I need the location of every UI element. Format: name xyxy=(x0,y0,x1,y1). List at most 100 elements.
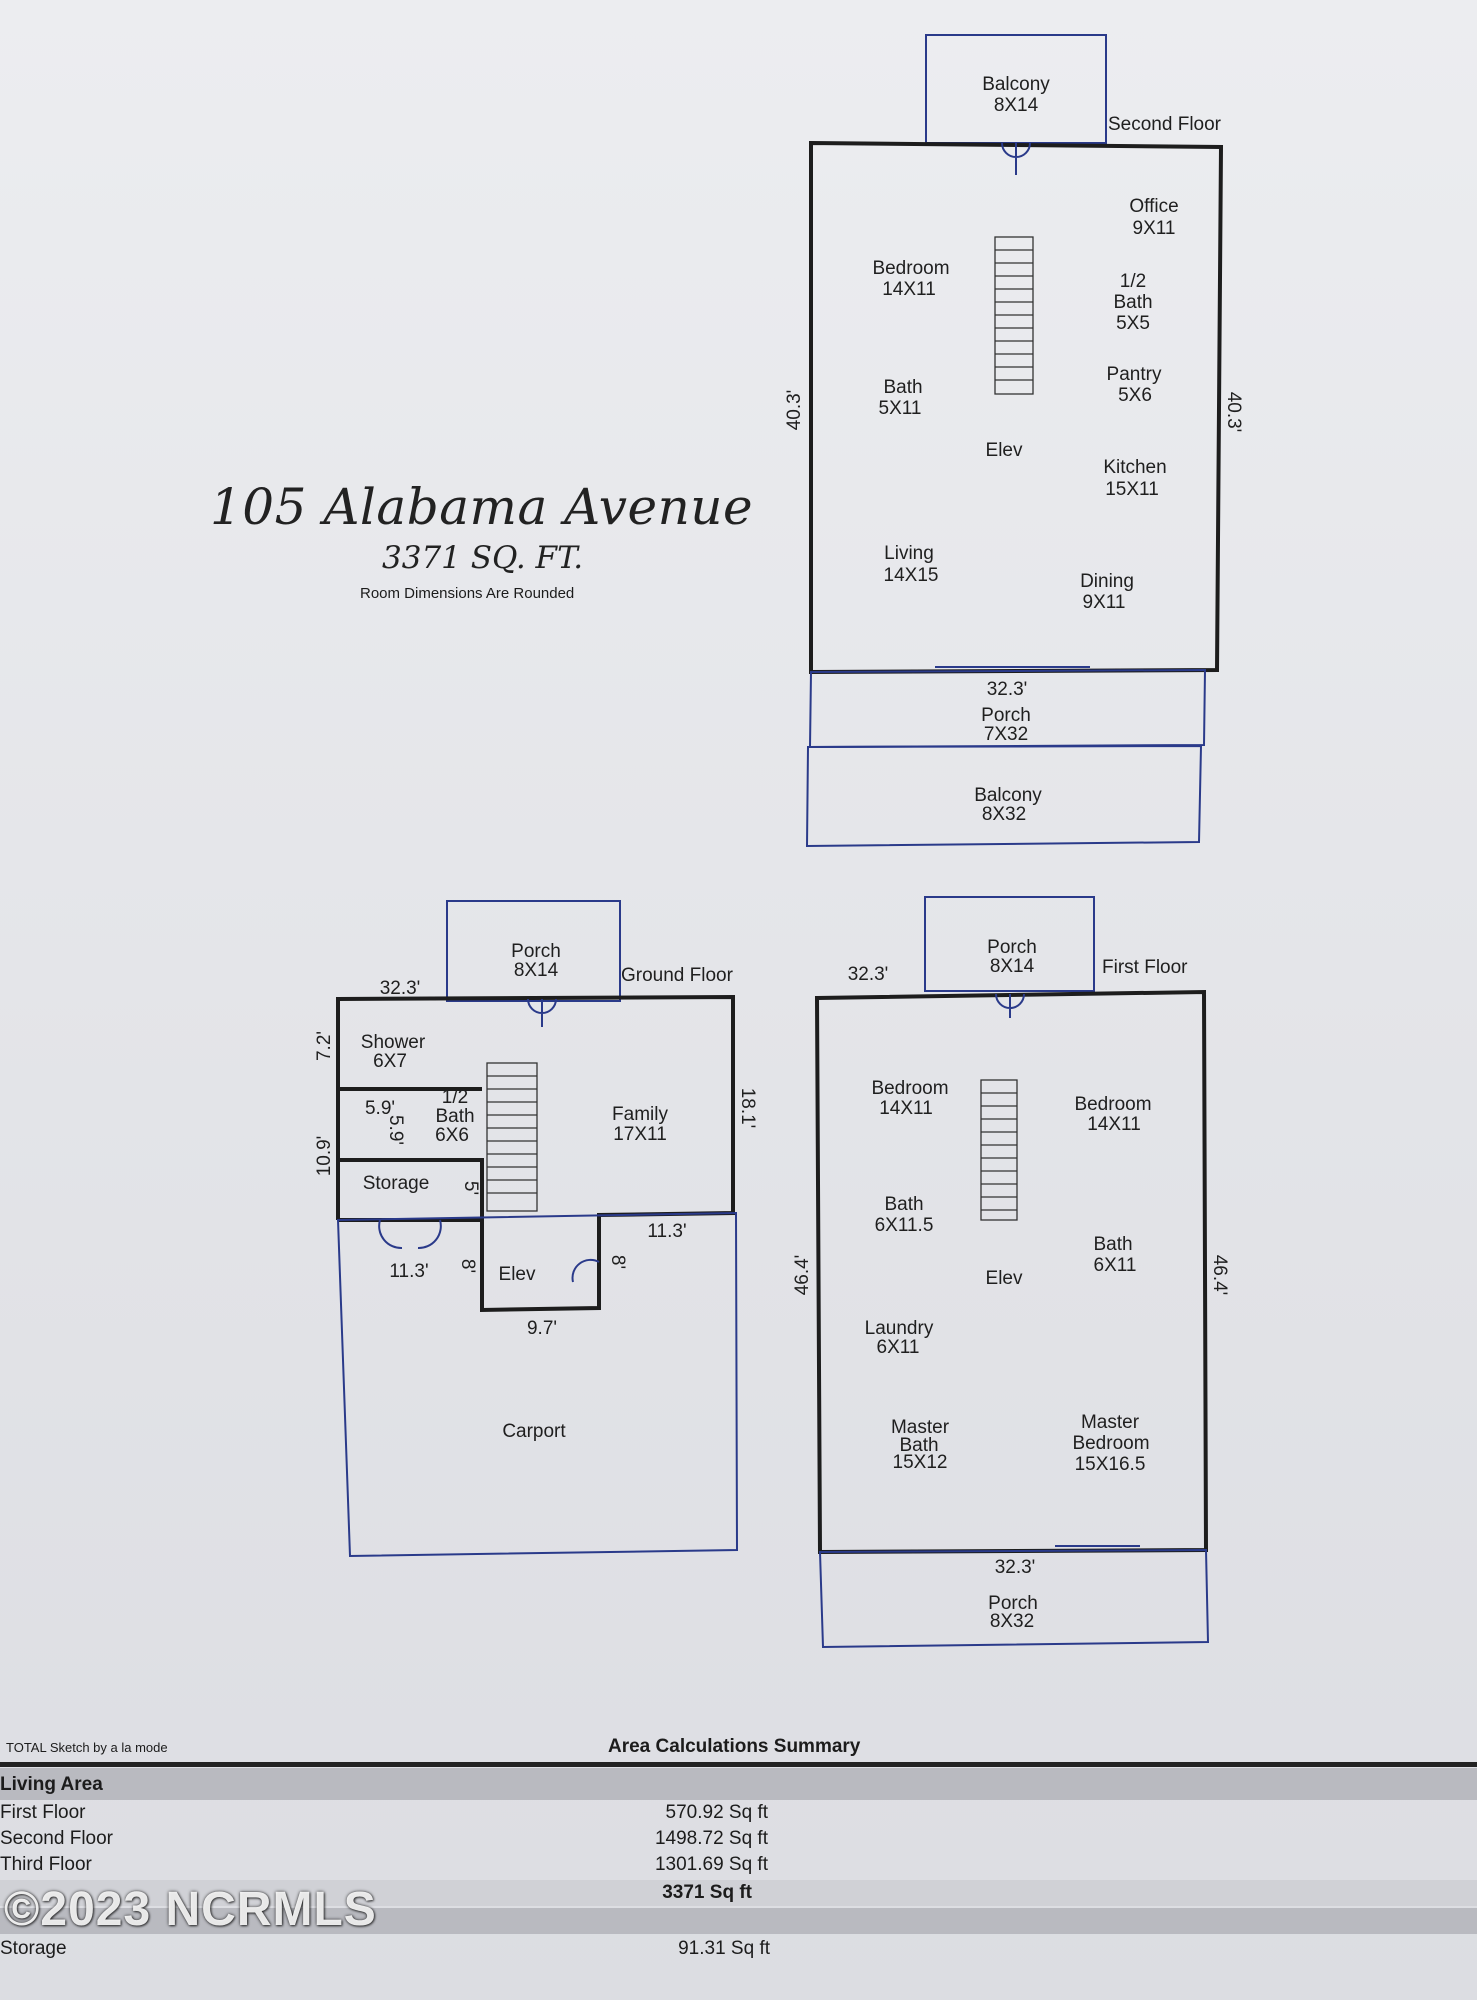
room-living: Living xyxy=(884,543,934,564)
dim-inner-b: 5.9' xyxy=(385,1115,406,1145)
elevator: Elev xyxy=(986,1268,1023,1289)
room-shower: Shower xyxy=(361,1032,426,1053)
section-living-area: Living Area xyxy=(0,1774,103,1795)
balcony-top-size: 8X14 xyxy=(994,95,1039,116)
row-first-floor-label: First Floor xyxy=(0,1802,86,1823)
room-bath-2-size: 6X11 xyxy=(1094,1255,1137,1276)
room-half-bath: 1/2 xyxy=(442,1087,468,1108)
row-second-floor-label: Second Floor xyxy=(0,1828,114,1849)
dim-top: 32.3' xyxy=(848,964,889,985)
room-bedroom: Bedroom xyxy=(872,258,949,279)
summary-title: Area Calculations Summary xyxy=(608,1736,861,1757)
porch-size: 8X14 xyxy=(514,960,559,981)
ground-floor-title: Ground Floor xyxy=(621,965,734,986)
room-laundry: Laundry xyxy=(865,1318,934,1339)
room-half-bath-label: Bath xyxy=(1113,292,1152,313)
dim-bottom: 32.3' xyxy=(987,679,1028,700)
watermark: ©2023 NCRMLS xyxy=(4,1883,377,1936)
room-bath-size: 5X11 xyxy=(879,398,922,419)
dim-inner-d: 11.3' xyxy=(389,1261,428,1282)
porch-label: Porch xyxy=(981,705,1031,726)
carport-outline xyxy=(336,1211,739,1558)
row-second-floor-value: 1498.72 Sq ft xyxy=(654,1828,768,1849)
dim-left-a: 7.2' xyxy=(314,1031,335,1061)
elevator: Elev xyxy=(986,440,1023,461)
dim-bottom: 32.3' xyxy=(995,1557,1036,1578)
section-header-bar-2 xyxy=(0,1908,1477,1934)
room-kitchen: Kitchen xyxy=(1103,457,1166,478)
room-bedroom-2-size: 14X11 xyxy=(1087,1114,1141,1135)
porch-outline xyxy=(446,900,621,1002)
row-third-floor-label: Third Floor xyxy=(0,1854,92,1875)
room-pantry: Pantry xyxy=(1107,364,1162,385)
porch-bottom-outline xyxy=(818,1548,1210,1649)
second-floor-plan: Balcony 8X14 Second Floor Office 9X11 Be… xyxy=(784,34,1244,848)
dim-left: 46.4' xyxy=(792,1255,813,1296)
room-storage: Storage xyxy=(363,1173,430,1194)
porch-bottom-size: 8X32 xyxy=(990,1611,1034,1632)
room-bedroom-size: 14X11 xyxy=(882,279,936,300)
second-floor-outline xyxy=(809,140,1224,675)
first-floor-title: First Floor xyxy=(1102,957,1188,978)
balcony-bottom-label: Balcony xyxy=(974,785,1042,806)
property-address: 105 Alabama Avenue xyxy=(210,478,754,536)
room-master-bedroom: Master xyxy=(1081,1412,1140,1433)
porch-top-size: 8X14 xyxy=(990,956,1035,977)
door-swing xyxy=(995,993,1025,1018)
dim-right: 40.3' xyxy=(1223,392,1244,433)
porch-outline xyxy=(808,668,1207,749)
room-bedroom-1-size: 14X11 xyxy=(879,1098,933,1119)
elevator-door xyxy=(571,1258,600,1283)
dim-right: 18.1' xyxy=(737,1088,758,1129)
room-master-bath-label: Bath xyxy=(899,1435,938,1456)
summary-divider xyxy=(0,1762,1477,1767)
area-summary: TOTAL Sketch by a la mode Area Calculati… xyxy=(0,1728,1477,2000)
porch-top-outline xyxy=(924,896,1095,992)
room-bath-1: Bath xyxy=(884,1194,923,1215)
dim-top: 32.3' xyxy=(380,978,421,999)
room-dining: Dining xyxy=(1080,571,1134,592)
room-living-size: 14X15 xyxy=(884,565,939,586)
second-floor-title: Second Floor xyxy=(1108,114,1222,135)
stairs xyxy=(486,1062,538,1212)
dim-inner-g: 11.3' xyxy=(647,1221,686,1242)
room-laundry-size: 6X11 xyxy=(877,1337,920,1358)
elevator: Elev xyxy=(499,1264,536,1285)
stairs xyxy=(994,236,1034,395)
section-header-bar xyxy=(0,1768,1477,1800)
porch-size: 7X32 xyxy=(984,724,1028,745)
dim-inner-a: 5.9' xyxy=(365,1098,395,1119)
balcony-top-label: Balcony xyxy=(982,74,1050,95)
room-kitchen-size: 15X11 xyxy=(1105,479,1159,500)
room-master-bedroom-label: Bedroom xyxy=(1072,1433,1149,1454)
room-carport: Carport xyxy=(502,1421,566,1442)
room-bedroom-2: Bedroom xyxy=(1074,1094,1151,1115)
dimensions-note: Room Dimensions Are Rounded xyxy=(360,585,575,602)
balcony-bottom-size: 8X32 xyxy=(982,804,1026,825)
room-half-bath-label: Bath xyxy=(435,1106,474,1127)
stairs xyxy=(980,1079,1018,1221)
row-storage-value: 91.31 Sq ft xyxy=(678,1938,770,1959)
room-shower-size: 6X7 xyxy=(373,1051,407,1072)
first-floor-plan: Porch 8X14 First Floor 32.3' Bedroom 14X… xyxy=(792,896,1230,1649)
porch-bottom-label: Porch xyxy=(988,1593,1038,1614)
room-dining-size: 9X11 xyxy=(1083,592,1126,613)
room-master-bedroom-size: 15X16.5 xyxy=(1075,1454,1146,1475)
ground-floor-outline xyxy=(336,994,735,1313)
dim-left-b: 10.9' xyxy=(314,1136,335,1177)
row-storage-label: Storage xyxy=(0,1938,67,1959)
room-master-bath-size: 15X12 xyxy=(893,1452,948,1473)
row-first-floor-value: 570.92 Sq ft xyxy=(665,1802,768,1823)
row-third-floor-value: 1301.69 Sq ft xyxy=(654,1854,768,1875)
room-family-size: 17X11 xyxy=(613,1124,667,1145)
room-bath-1-size: 6X11.5 xyxy=(875,1215,934,1236)
dim-left: 40.3' xyxy=(784,390,805,431)
total-row-bar xyxy=(0,1880,1477,1906)
room-bath-2: Bath xyxy=(1093,1234,1132,1255)
storage-doors xyxy=(378,1219,442,1250)
dim-right: 46.4' xyxy=(1209,1255,1230,1296)
room-half-bath: 1/2 xyxy=(1120,271,1146,292)
room-office: Office xyxy=(1129,196,1178,217)
dim-inner-c: 5' xyxy=(460,1181,481,1195)
